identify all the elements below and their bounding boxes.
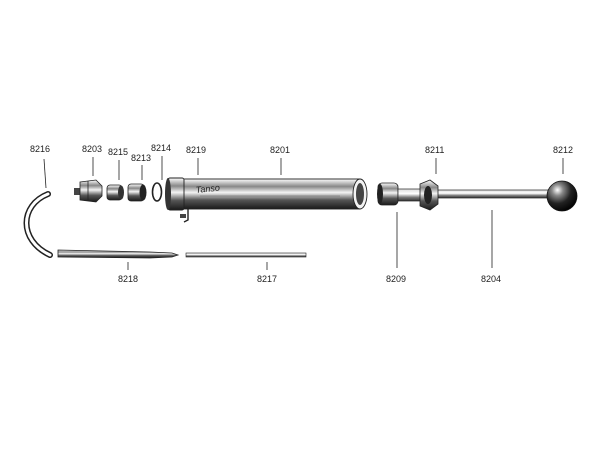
part-8201-barrel (175, 178, 368, 210)
label-8209: 8209 (386, 274, 406, 284)
part-8213-valve (127, 183, 147, 202)
label-8218: 8218 (118, 274, 138, 284)
part-8203-nozzle-cap (74, 179, 103, 203)
label-8217: 8217 (257, 274, 277, 284)
part-8212-ball-knob (546, 180, 578, 212)
part-8215-fitting (106, 184, 124, 201)
leader-lines (43, 156, 564, 270)
part-8218-nozzle-tube (57, 249, 180, 259)
label-8216: 8216 (30, 144, 50, 154)
part-8216-curved-tube (23, 191, 53, 258)
label-8215: 8215 (108, 147, 128, 157)
part-8219-end-cap (165, 177, 189, 223)
label-8214: 8214 (151, 143, 171, 153)
label-8211: 8211 (425, 145, 444, 155)
label-8204: 8204 (481, 274, 501, 284)
part-8217-thin-rod (185, 252, 307, 258)
part-8211-hex-nut (419, 179, 439, 211)
label-8212: 8212 (553, 145, 573, 155)
part-8209-ring (377, 182, 399, 206)
label-8213: 8213 (131, 153, 151, 163)
part-8214-washer (151, 182, 163, 202)
barrel-logo: Tanso (195, 183, 220, 195)
label-8201: 8201 (270, 145, 290, 155)
label-8203: 8203 (82, 144, 102, 154)
label-8219: 8219 (186, 145, 206, 155)
